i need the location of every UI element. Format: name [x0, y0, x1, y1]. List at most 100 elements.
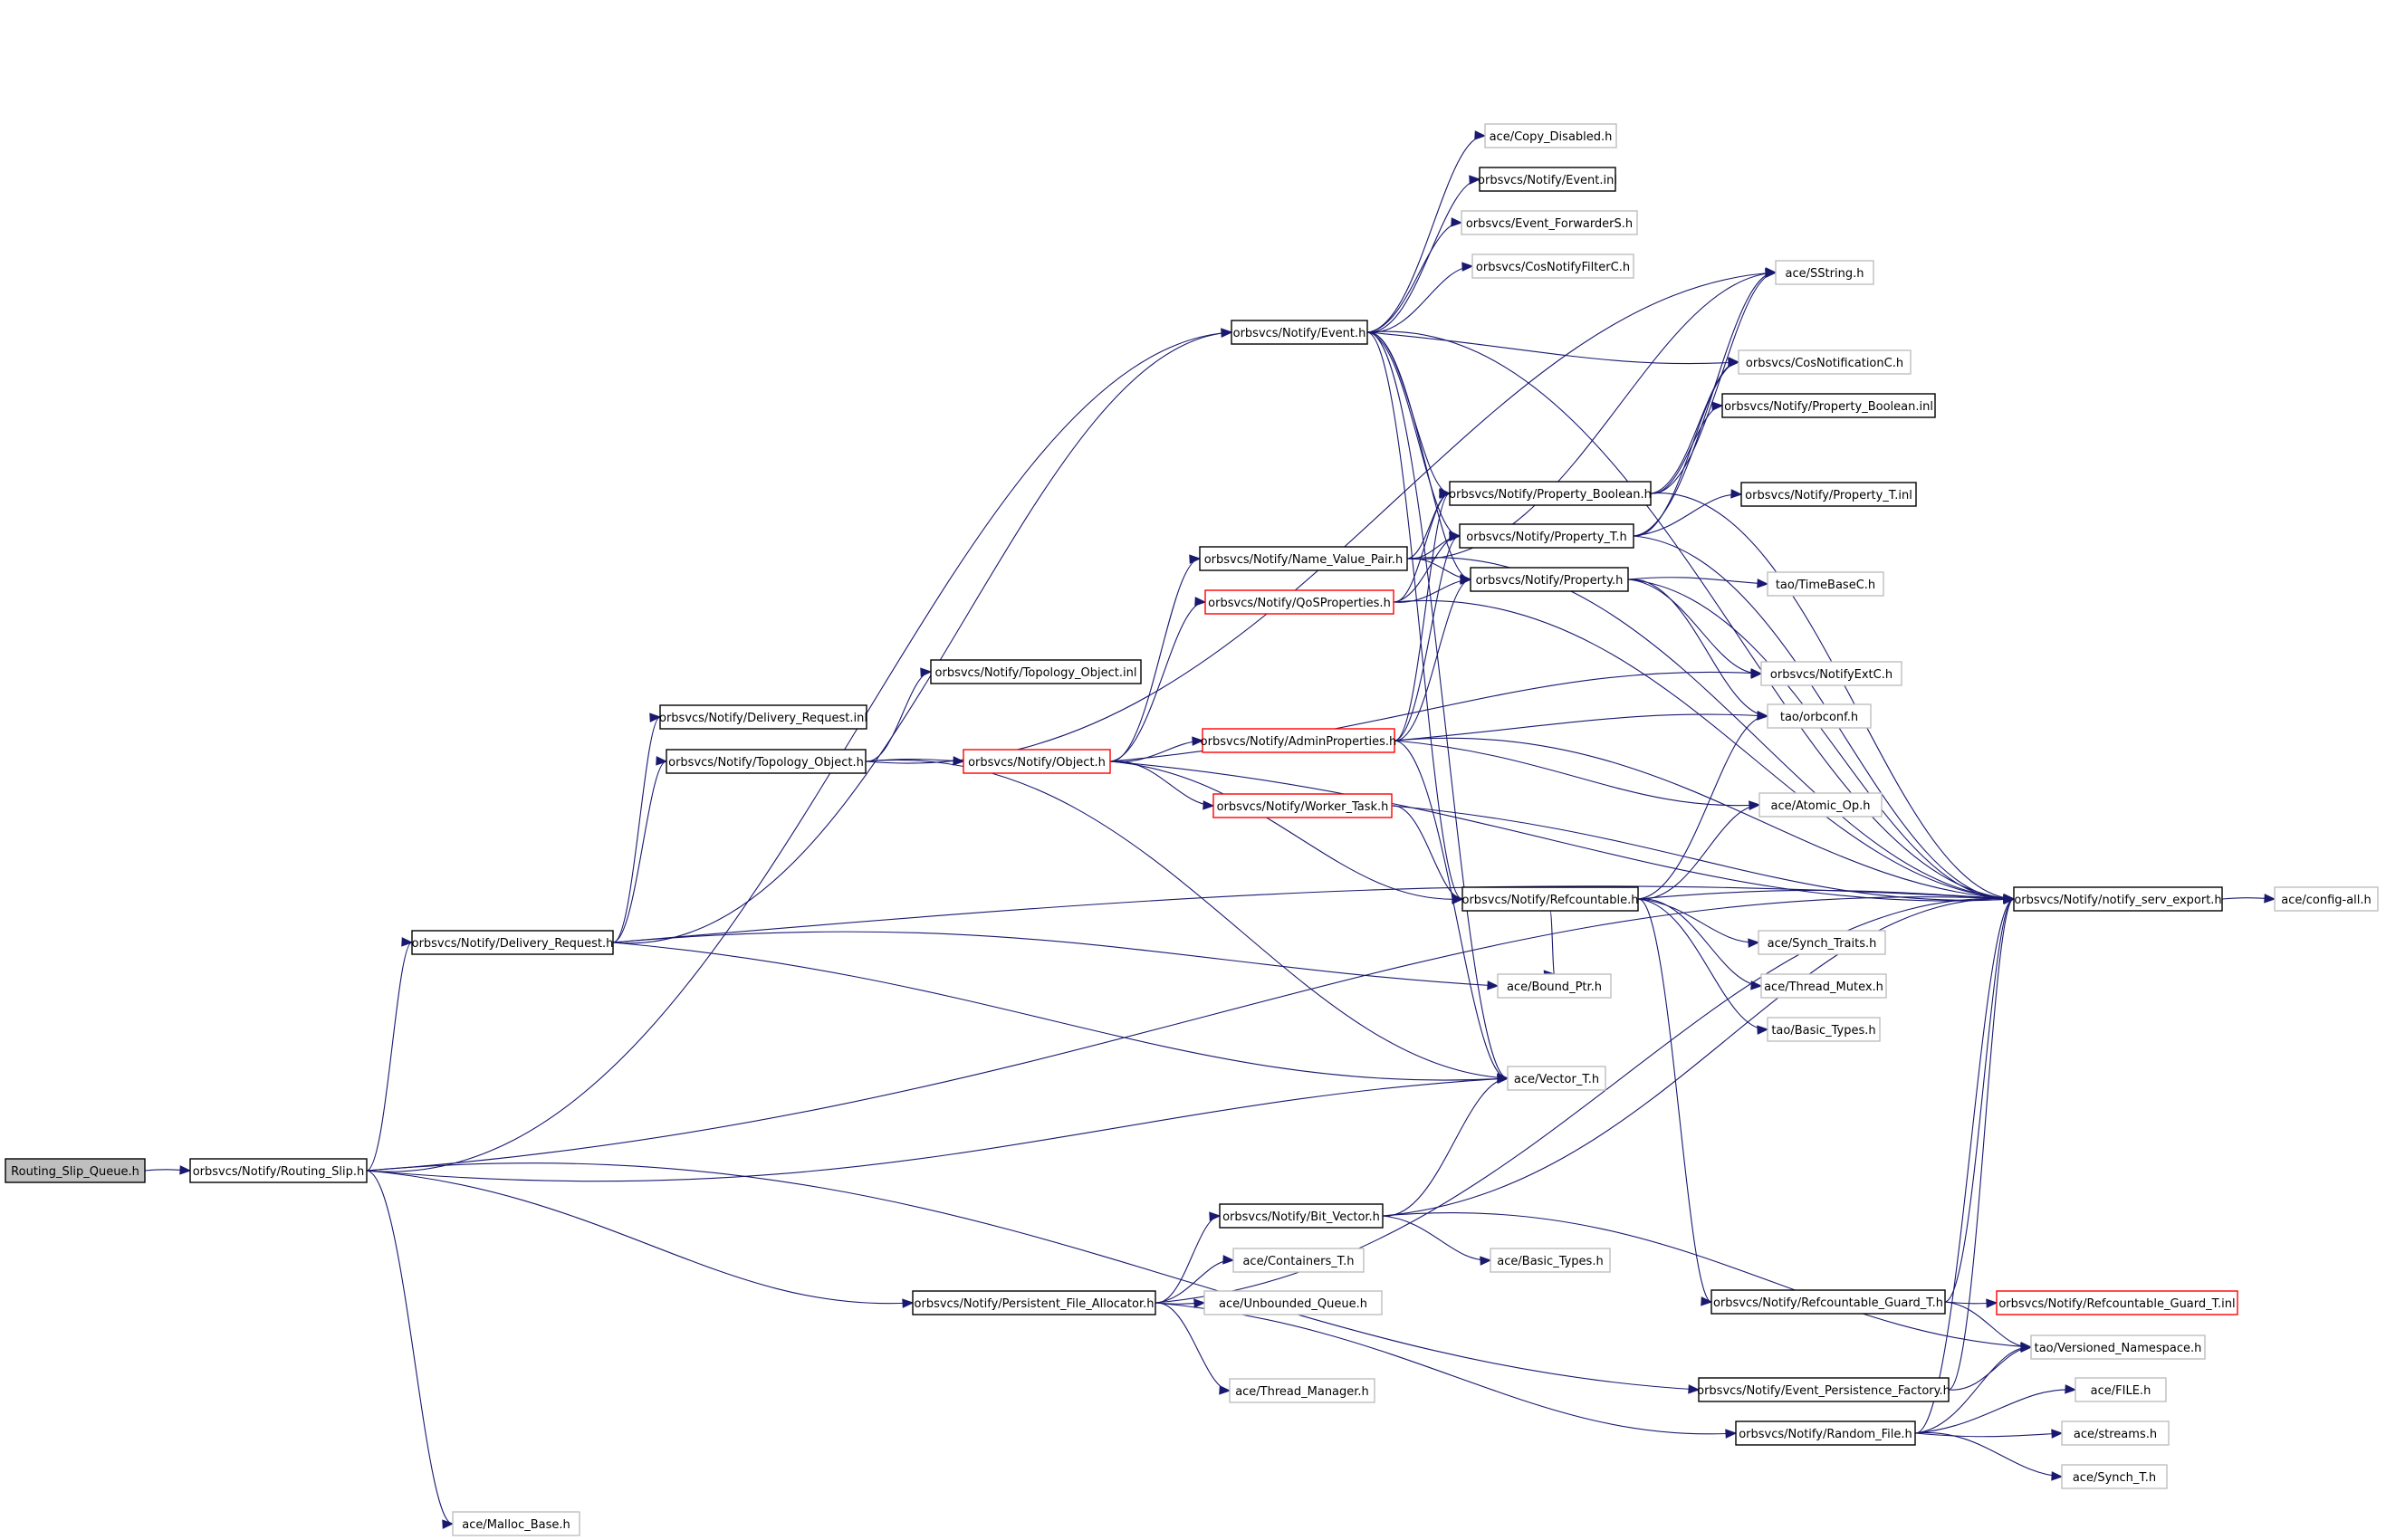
node-label: orbsvcs/CosNotificationC.h: [1746, 357, 1903, 370]
edge-line: [1382, 1212, 2032, 1348]
edge-line: [1366, 331, 1739, 365]
node-prop[interactable]: orbsvcs/Notify/Property.h: [1470, 567, 1629, 592]
node-rf[interactable]: orbsvcs/Notify/Random_File.h: [1735, 1420, 1916, 1446]
node-synt[interactable]: ace/Synch_T.h: [2061, 1464, 2168, 1489]
node-ref[interactable]: orbsvcs/Notify/Refcountable.h: [1461, 886, 1639, 912]
edge-line: [1109, 601, 1206, 762]
node-qos[interactable]: orbsvcs/Notify/QoSProperties.h: [1204, 589, 1394, 615]
node-epf[interactable]: orbsvcs/Notify/Event_Persistence_Factory…: [1697, 1377, 1950, 1402]
node-ptinl[interactable]: orbsvcs/Notify/Property_T.inl: [1740, 482, 1917, 507]
node-box: [2013, 886, 2223, 912]
node-label: orbsvcs/Notify/Worker_Task.h: [1217, 800, 1389, 814]
node-st[interactable]: ace/Synch_Traits.h: [1758, 930, 1886, 955]
node-rsq[interactable]: Routing_Slip_Queue.h: [5, 1158, 146, 1183]
node-file[interactable]: ace/FILE.h: [2075, 1377, 2167, 1402]
node-cnf[interactable]: orbsvcs/CosNotifyFilterC.h: [1471, 253, 1634, 279]
node-box: [1470, 567, 1629, 592]
node-orbconf[interactable]: tao/orbconf.h: [1767, 703, 1872, 729]
node-box: [1461, 886, 1639, 912]
edge-arrowhead: [2065, 1384, 2077, 1394]
node-nse[interactable]: orbsvcs/Notify/notify_serv_export.h: [2013, 886, 2223, 912]
node-wt[interactable]: orbsvcs/Notify/Worker_Task.h: [1212, 793, 1393, 818]
edge-line: [1391, 805, 1463, 900]
edge-arrowhead: [1219, 1385, 1231, 1395]
node-bv[interactable]: orbsvcs/Notify/Bit_Vector.h: [1219, 1203, 1384, 1229]
edge-arrowhead: [1451, 217, 1463, 227]
edge-line: [1650, 405, 1723, 494]
node-box: [963, 749, 1111, 774]
node-streams[interactable]: ace/streams.h: [2061, 1420, 2170, 1446]
node-box: [1767, 571, 1884, 597]
node-vec[interactable]: ace/Vector_T.h: [1507, 1066, 1606, 1091]
edge-line: [1109, 760, 2015, 902]
node-ubq[interactable]: ace/Unbounded_Queue.h: [1203, 1290, 1383, 1315]
edge-arrowhead: [2051, 1471, 2064, 1481]
node-box: [2061, 1464, 2168, 1489]
edge-rf-to-synt: [1914, 1431, 2064, 1481]
node-cont[interactable]: ace/Containers_T.h: [1232, 1248, 1365, 1273]
edge-nvp-to-pb: [1406, 488, 1452, 560]
node-pt[interactable]: orbsvcs/Notify/Property_T.h: [1459, 523, 1634, 549]
node-malloc[interactable]: ace/Malloc_Base.h: [452, 1511, 580, 1536]
node-label: tao/Versioned_Namespace.h: [2035, 1342, 2202, 1355]
node-pbinl[interactable]: orbsvcs/Notify/Property_Boolean.inl: [1721, 393, 1936, 418]
node-evinl[interactable]: orbsvcs/Notify/Event.inl: [1478, 167, 1617, 192]
node-pfa[interactable]: orbsvcs/Notify/Persistent_File_Allocator…: [912, 1290, 1156, 1315]
node-label: orbsvcs/Notify/Event.inl: [1478, 174, 1617, 187]
node-label: ace/Thread_Manager.h: [1235, 1385, 1369, 1399]
node-vns[interactable]: tao/Versioned_Namespace.h: [2030, 1334, 2206, 1360]
node-adm[interactable]: orbsvcs/Notify/AdminProperties.h: [1201, 728, 1397, 753]
node-obj[interactable]: orbsvcs/Notify/Object.h: [963, 749, 1111, 774]
edge-arrowhead: [1757, 579, 1769, 588]
edge-arrowhead: [656, 756, 668, 766]
edge-nse-to-cfg: [2221, 894, 2276, 904]
edge-obj-to-nvp: [1109, 554, 1202, 762]
node-abt[interactable]: ace/Basic_Types.h: [1490, 1248, 1611, 1273]
edge-arrowhead: [1688, 1384, 1701, 1394]
node-dr[interactable]: orbsvcs/Notify/Delivery_Request.h: [411, 930, 614, 955]
node-sstr[interactable]: ace/SString.h: [1775, 260, 1874, 285]
node-pb[interactable]: orbsvcs/Notify/Property_Boolean.h: [1449, 481, 1652, 506]
node-cnc[interactable]: orbsvcs/CosNotificationC.h: [1738, 349, 1912, 375]
node-rs[interactable]: orbsvcs/Notify/Routing_Slip.h: [189, 1158, 368, 1183]
node-cfg[interactable]: ace/config-all.h: [2274, 886, 2379, 912]
edge-adm-to-atom: [1394, 740, 1761, 810]
node-label: orbsvcs/Notify/Property_T.h: [1466, 531, 1626, 544]
node-tbc[interactable]: tao/TimeBaseC.h: [1767, 571, 1884, 597]
node-atom[interactable]: ace/Atomic_Op.h: [1758, 792, 1883, 818]
node-drinl[interactable]: orbsvcs/Notify/Delivery_Request.inl: [659, 704, 867, 730]
node-thm[interactable]: ace/Thread_Manager.h: [1229, 1378, 1375, 1403]
node-nec[interactable]: orbsvcs/NotifyExtC.h: [1760, 661, 1902, 686]
edge-rf-to-vns: [1914, 1342, 2033, 1434]
node-bptr[interactable]: ace/Bound_Ptr.h: [1497, 973, 1612, 999]
node-ev[interactable]: orbsvcs/Notify/Event.h: [1231, 320, 1368, 345]
node-rgt[interactable]: orbsvcs/Notify/Refcountable_Guard_T.h: [1710, 1289, 1946, 1315]
node-box: [930, 659, 1142, 684]
edge-obj-to-wt: [1109, 760, 1215, 810]
edge-arrowhead: [902, 1298, 915, 1308]
edge-line: [1637, 898, 1712, 1303]
edge-arrowhead: [1750, 980, 1763, 990]
node-label: ace/Basic_Types.h: [1497, 1255, 1603, 1268]
node-box: [1202, 728, 1395, 753]
node-tm[interactable]: ace/Thread_Mutex.h: [1760, 973, 1887, 999]
node-nvp[interactable]: orbsvcs/Notify/Name_Value_Pair.h: [1199, 546, 1408, 571]
node-box: [1219, 1203, 1384, 1229]
node-efs[interactable]: orbsvcs/Event_ForwarderS.h: [1461, 210, 1638, 235]
node-box: [452, 1511, 580, 1536]
node-label: ace/Containers_T.h: [1242, 1255, 1354, 1268]
edge-ref-to-rgt: [1637, 898, 1713, 1306]
node-to[interactable]: orbsvcs/Notify/Topology_Object.h: [666, 749, 867, 774]
edge-line: [1637, 804, 1760, 900]
edge-line: [1637, 898, 1759, 943]
node-toinl[interactable]: orbsvcs/Notify/Topology_Object.inl: [930, 659, 1142, 684]
node-cpd[interactable]: ace/Copy_Disabled.h: [1484, 123, 1617, 148]
node-label: orbsvcs/Notify/Bit_Vector.h: [1222, 1210, 1380, 1224]
node-bt[interactable]: tao/Basic_Types.h: [1767, 1017, 1881, 1042]
edge-line: [612, 331, 1232, 944]
edge-line: [366, 1170, 914, 1305]
edge-arrowhead: [1750, 669, 1763, 679]
node-label: orbsvcs/Notify/Topology_Object.inl: [935, 666, 1137, 680]
node-box: [1758, 792, 1883, 818]
node-rgtinl[interactable]: orbsvcs/Notify/Refcountable_Guard_T.inl: [1996, 1290, 2238, 1315]
